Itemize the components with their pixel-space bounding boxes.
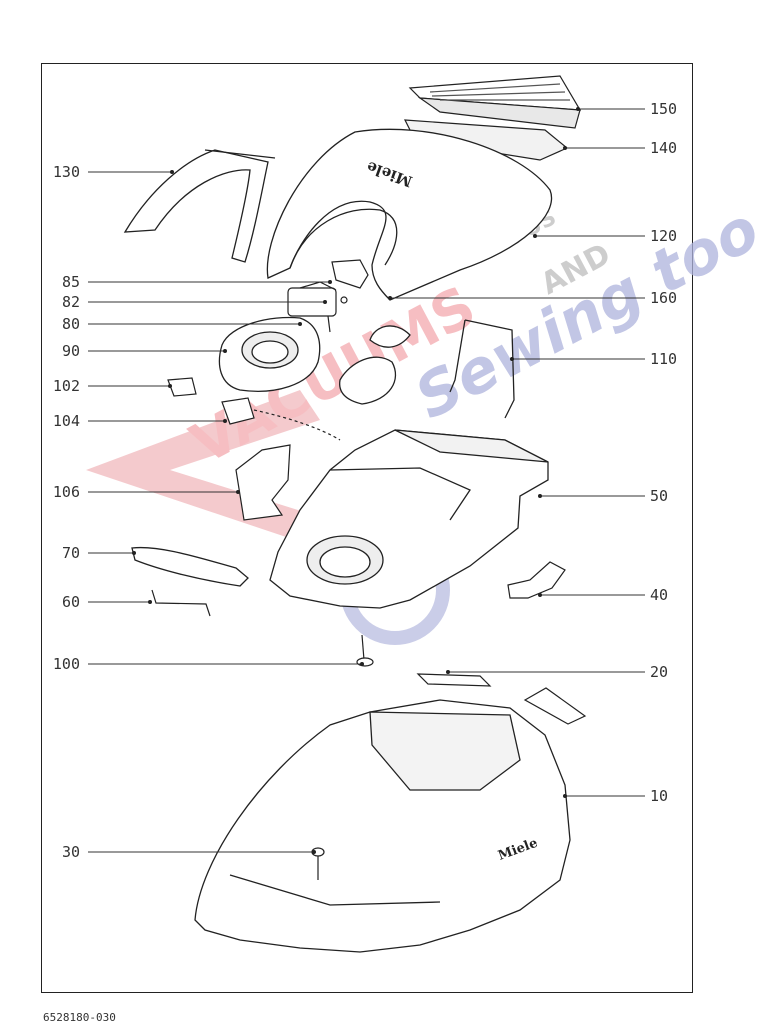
part-70-bumper [131,546,249,587]
callout-label-120: 120 [650,227,677,245]
leader-dot-90 [223,349,227,353]
leader-dot-10 [563,794,567,798]
callout-10: 10 [563,787,668,805]
callout-label-106: 106 [53,483,80,501]
part-130-handle [123,149,276,263]
callout-82: 82 [62,293,327,311]
leader-dot-60 [148,600,152,604]
leader-dot-50 [538,494,542,498]
part-110-wire [449,319,515,419]
callout-label-160: 160 [650,289,677,307]
callout-label-150: 150 [650,100,677,118]
callout-140: 140 [563,139,677,157]
callout-label-60: 60 [62,593,80,611]
part-20-clips [416,673,587,725]
leader-dot-150 [576,107,580,111]
leader-dot-106 [236,490,240,494]
part-102-flap [167,377,197,397]
part-85-button [331,259,369,289]
callout-label-102: 102 [53,377,80,395]
callout-120: 120 [533,227,677,245]
leader-dot-140 [563,146,567,150]
callout-label-100: 100 [53,655,80,673]
callout-label-130: 130 [53,163,80,181]
callout-85: 85 [62,273,332,291]
leader-dot-120 [533,234,537,238]
callout-110: 110 [510,350,677,368]
callout-label-70: 70 [62,544,80,562]
callout-label-82: 82 [62,293,80,311]
leader-dot-40 [538,593,542,597]
part-104-holder [221,397,341,441]
part-50-top-housing [269,429,549,609]
part-120-lid: Miele [266,128,553,301]
callout-80: 80 [62,315,302,333]
callout-30: 30 [62,843,316,861]
leader-dot-30 [312,850,316,854]
callout-50: 50 [538,487,668,505]
callout-label-10: 10 [650,787,668,805]
leader-dot-104 [223,419,227,423]
callout-40: 40 [538,586,668,604]
callout-label-20: 20 [650,663,668,681]
callout-label-30: 30 [62,843,80,861]
callout-102: 102 [53,377,172,395]
callout-label-140: 140 [650,139,677,157]
part-40-slider [507,561,566,599]
callout-label-85: 85 [62,273,80,291]
callout-90: 90 [62,342,227,360]
leader-dot-20 [446,670,450,674]
part-160-seal [339,325,411,405]
leader-dot-70 [132,551,136,555]
callout-label-80: 80 [62,315,80,333]
callout-100: 100 [53,655,364,673]
part-150-grille [408,75,582,129]
part-106-bracket [235,444,291,521]
callout-label-90: 90 [62,342,80,360]
callout-label-110: 110 [650,350,677,368]
callout-150: 150 [576,100,677,118]
part-100-screw [356,634,374,667]
callout-label-40: 40 [650,586,668,604]
part-10-bottom-housing: Miele [194,699,571,953]
callout-160: 160 [388,289,677,307]
part-90-socket [218,316,321,392]
callout-label-104: 104 [53,412,80,430]
leader-dot-100 [360,662,364,666]
document-number: 6528180-030 [43,1011,116,1024]
callout-130: 130 [53,163,174,181]
diagram-frame [41,63,693,993]
callout-70: 70 [62,544,136,562]
callout-104: 104 [53,412,227,430]
part-30-screw [311,847,325,880]
leader-dot-85 [328,280,332,284]
callout-60: 60 [62,593,152,611]
leader-dot-102 [168,384,172,388]
part-60-wire [151,589,211,617]
leader-dot-160 [388,296,392,300]
callouts: 150 140 130 120 85 82 80 160 90 110 102 104 106 50 70 6… [53,100,677,861]
leader-dot-110 [510,357,514,361]
callout-20: 20 [446,663,668,681]
leader-dot-80 [298,322,302,326]
callout-label-50: 50 [650,487,668,505]
leader-dot-82 [323,300,327,304]
leader-dot-130 [170,170,174,174]
callout-106: 106 [53,483,240,501]
